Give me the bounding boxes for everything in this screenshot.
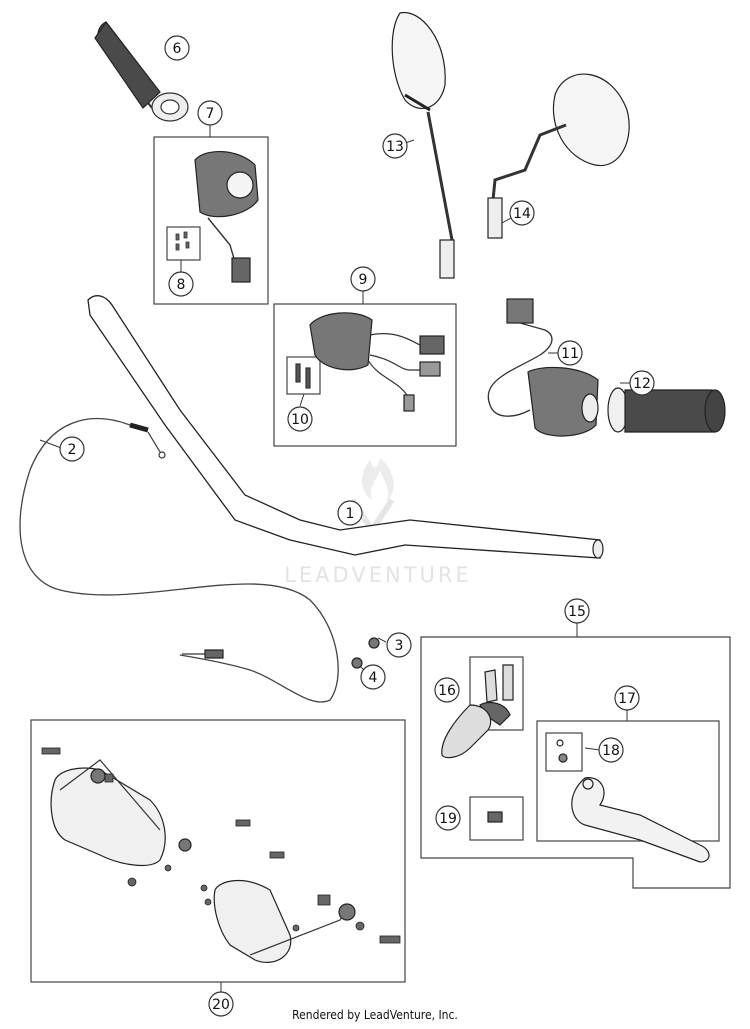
svg-text:3: 3 <box>395 638 404 654</box>
svg-text:12: 12 <box>633 376 651 392</box>
box-9 <box>273 303 457 447</box>
svg-text:6: 6 <box>173 41 182 57</box>
svg-text:13: 13 <box>386 139 404 155</box>
svg-text:10: 10 <box>291 412 309 428</box>
box-16 <box>469 656 524 731</box>
callout-11[interactable]: 11 <box>557 340 583 366</box>
watermark-text: LEADVENTURE <box>284 563 472 587</box>
svg-text:16: 16 <box>438 683 456 699</box>
callout-15[interactable]: 15 <box>564 598 590 624</box>
svg-text:14: 14 <box>513 206 531 222</box>
callout-20[interactable]: 20 <box>208 991 234 1017</box>
svg-text:9: 9 <box>359 272 368 288</box>
mirror-left <box>391 11 455 279</box>
svg-text:4: 4 <box>369 670 378 686</box>
box-8 <box>166 226 201 261</box>
callout-6[interactable]: 6 <box>164 35 190 61</box>
callout-13[interactable]: 13 <box>382 133 408 159</box>
callout-10[interactable]: 10 <box>287 406 313 432</box>
grip-right <box>607 387 726 433</box>
switch-assembly <box>295 312 445 412</box>
callout-14[interactable]: 14 <box>509 200 535 226</box>
callout-12[interactable]: 12 <box>629 370 655 396</box>
svg-text:2: 2 <box>68 442 77 458</box>
box-7 <box>153 136 269 305</box>
handguards <box>41 747 401 963</box>
svg-text:7: 7 <box>206 106 215 122</box>
callout-18[interactable]: 18 <box>598 737 624 763</box>
callout-17[interactable]: 17 <box>614 685 640 711</box>
svg-text:11: 11 <box>561 346 579 362</box>
box-17 <box>536 720 720 842</box>
box-10 <box>286 356 321 395</box>
svg-text:15: 15 <box>568 604 586 620</box>
svg-text:1: 1 <box>346 506 355 522</box>
box-20 <box>30 719 406 983</box>
lever-assembly <box>441 664 710 863</box>
mirror-right <box>487 73 630 239</box>
switch-right <box>487 298 599 437</box>
svg-text:17: 17 <box>618 691 636 707</box>
box-19 <box>469 796 524 841</box>
callouts: 6 7 8 9 10 11 12 13 14 1 2 3 4 15 16 17 … <box>59 35 655 1017</box>
callout-8[interactable]: 8 <box>168 271 194 297</box>
callout-4[interactable]: 4 <box>360 664 386 690</box>
svg-text:20: 20 <box>212 997 230 1013</box>
svg-text:8: 8 <box>177 277 186 293</box>
box-18 <box>545 732 583 772</box>
grip-left <box>94 20 189 122</box>
callout-9[interactable]: 9 <box>350 266 376 292</box>
callout-1[interactable]: 1 <box>337 500 363 526</box>
callout-2[interactable]: 2 <box>59 436 85 462</box>
footer-credit: Rendered by LeadVenture, Inc. <box>292 1008 458 1022</box>
callout-19[interactable]: 19 <box>435 805 461 831</box>
callout-3[interactable]: 3 <box>386 632 412 658</box>
svg-text:18: 18 <box>602 743 620 759</box>
switch-left <box>175 150 259 283</box>
callout-16[interactable]: 16 <box>434 677 460 703</box>
box-15 <box>420 636 731 889</box>
handlebar <box>87 295 604 559</box>
cable <box>19 418 380 703</box>
callout-7[interactable]: 7 <box>197 100 223 126</box>
svg-text:19: 19 <box>439 811 457 827</box>
